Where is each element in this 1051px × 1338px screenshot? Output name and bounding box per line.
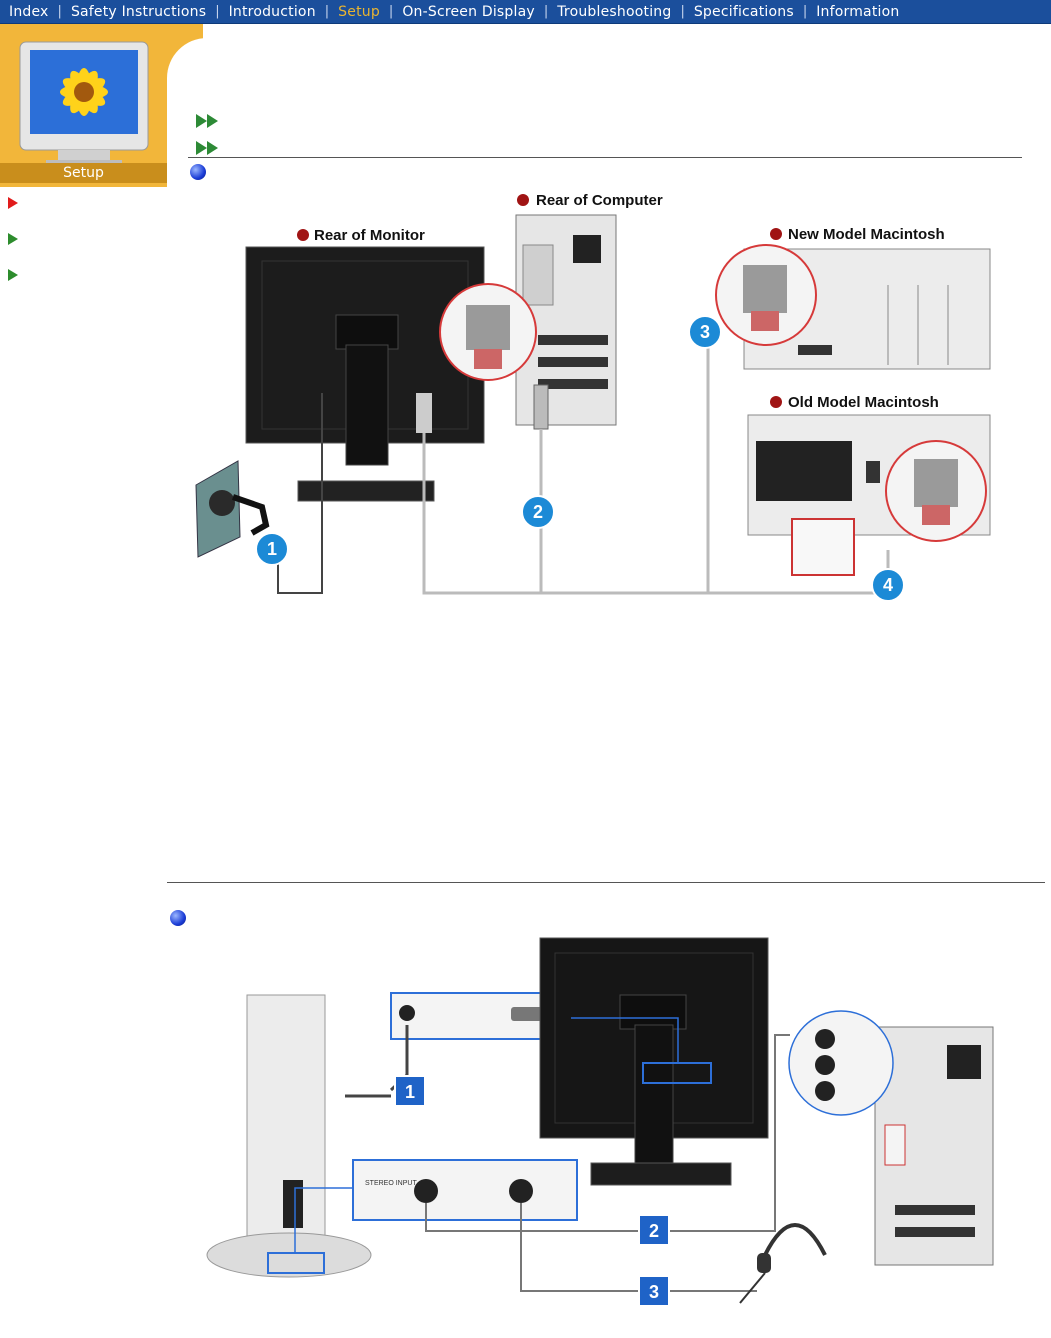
nav-index[interactable]: Index — [9, 3, 49, 20]
line-in-port-icon — [815, 1055, 835, 1075]
blue-bullet-icon — [170, 910, 186, 926]
jump-link-1[interactable] — [196, 107, 218, 134]
svg-text:3: 3 — [700, 322, 710, 342]
svg-text:2: 2 — [533, 502, 543, 522]
setup-label: Setup — [0, 163, 167, 183]
headphone-cable — [520, 1203, 757, 1292]
svg-text:1: 1 — [405, 1082, 415, 1102]
callout-badge: 1 — [394, 1075, 426, 1107]
audio-cable — [425, 1034, 790, 1232]
sidebar-item[interactable] — [8, 231, 158, 267]
nav-introduction[interactable]: Introduction — [228, 3, 316, 20]
connector-zoom — [922, 505, 950, 525]
signal-cable — [422, 433, 888, 595]
red-dot-icon — [297, 229, 309, 241]
monitor-flower-icon — [19, 41, 149, 166]
power-jack-icon — [399, 1005, 415, 1021]
nav-information[interactable]: Information — [816, 3, 900, 20]
nav-separator: | — [215, 4, 220, 19]
svg-text:4: 4 — [883, 575, 893, 595]
audio-jack-icon — [414, 1179, 438, 1203]
callout-badge: 3 — [688, 315, 722, 349]
monitor-stand-illustration — [206, 994, 372, 1278]
vga-port-icon — [511, 1007, 543, 1021]
svg-text:3: 3 — [649, 1282, 659, 1302]
page-links — [196, 107, 218, 161]
top-nav: Index | Safety Instructions | Introducti… — [0, 0, 1051, 24]
connector-zoom — [466, 305, 510, 350]
headset-icon — [739, 1223, 827, 1304]
svg-text:1: 1 — [267, 539, 277, 559]
section-divider — [167, 882, 1045, 883]
monitor-rear-illustration — [539, 937, 769, 1186]
red-dot-icon — [517, 194, 529, 206]
sidebar-item-active[interactable] — [8, 195, 158, 231]
nav-on-screen-display[interactable]: On-Screen Display — [402, 3, 535, 20]
callout-badge: 2 — [638, 1214, 670, 1246]
computer-tower-illustration — [874, 1026, 994, 1266]
nav-separator: | — [543, 4, 549, 19]
nav-setup[interactable]: Setup — [338, 3, 380, 20]
label-old-model-macintosh: Old Model Macintosh — [788, 394, 939, 411]
headphone-jack-icon — [509, 1179, 533, 1203]
callout-badge: 3 — [638, 1275, 670, 1307]
connection-diagram-2: STEREO INPUT 1 2 3 — [206, 937, 994, 1307]
jump-link-2[interactable] — [196, 134, 218, 161]
triangle-red-icon — [8, 197, 18, 209]
nav-separator: | — [680, 4, 685, 19]
stereo-input-panel — [352, 1159, 578, 1221]
nav-safety-instructions[interactable]: Safety Instructions — [70, 3, 207, 20]
connector-zoom — [751, 311, 779, 331]
callout-badge: 2 — [521, 495, 555, 529]
connection-diagram-1: Rear of Monitor Rear of Computer New Mod… — [195, 192, 991, 602]
sidebar-item[interactable] — [8, 267, 158, 303]
wall-outlet-illustration — [195, 460, 270, 558]
nav-separator: | — [388, 4, 394, 19]
mic-port-icon — [815, 1081, 835, 1101]
sidebar — [8, 195, 158, 303]
connector-zoom — [743, 265, 787, 313]
triangle-green-icon — [8, 269, 18, 281]
fast-forward-icon — [196, 140, 218, 155]
blue-bullet-icon — [190, 164, 206, 180]
triangle-green-icon — [8, 233, 18, 245]
svg-text:2: 2 — [649, 1221, 659, 1241]
nav-troubleshooting[interactable]: Troubleshooting — [557, 3, 672, 20]
red-dot-icon — [770, 228, 782, 240]
fast-forward-icon — [196, 113, 218, 128]
red-dot-icon — [770, 396, 782, 408]
stereo-input-label: STEREO INPUT — [365, 1180, 417, 1187]
monitor-rear-illustration — [245, 246, 485, 502]
callout-badge: 1 — [255, 532, 289, 566]
tab-curve-decoration — [167, 24, 227, 98]
audio-ports-zoom — [788, 1010, 894, 1116]
label-rear-of-computer: Rear of Computer — [536, 192, 663, 209]
nav-separator: | — [802, 4, 808, 19]
connector-zoom — [914, 459, 958, 507]
pointer-line — [294, 1187, 353, 1253]
label-new-model-macintosh: New Model Macintosh — [788, 226, 945, 243]
speaker-port-icon — [815, 1029, 835, 1049]
section-divider — [188, 157, 1022, 158]
setup-section-tile: Setup — [0, 24, 167, 187]
nav-separator: | — [57, 4, 62, 19]
nav-specifications[interactable]: Specifications — [693, 3, 794, 20]
label-rear-of-monitor: Rear of Monitor — [314, 227, 425, 244]
nav-separator: | — [324, 4, 330, 19]
pointer-line — [571, 1017, 679, 1063]
power-cable — [277, 393, 323, 594]
connector-zoom — [474, 349, 502, 369]
callout-badge: 4 — [871, 568, 905, 602]
